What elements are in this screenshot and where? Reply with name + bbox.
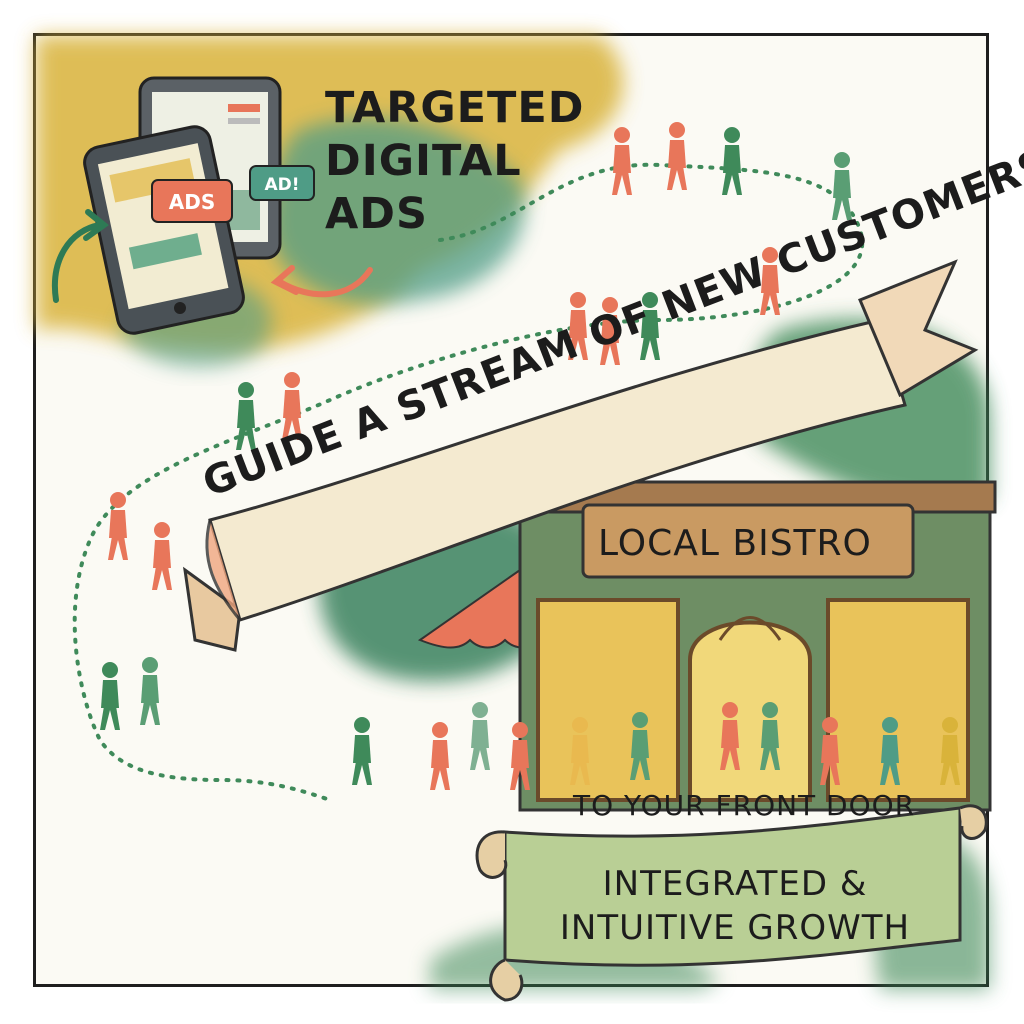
headline-line-1: Targeted <box>325 83 585 133</box>
headline-line-3: Ads <box>325 189 428 239</box>
ad-bubble: AD! <box>249 165 315 201</box>
smartphone-icon <box>83 125 245 335</box>
ribbon-banner <box>183 259 979 652</box>
headline-targeted-digital-ads: Targeted Digital Ads <box>325 82 584 241</box>
ads-bubble: ADS <box>151 179 233 223</box>
scroll-line-1: Integrated & <box>602 864 868 904</box>
scroll-text: Integrated & Intuitive Growth <box>540 862 930 950</box>
curved-arrow-icon <box>51 209 373 303</box>
scroll-line-2: Intuitive Growth <box>559 908 911 948</box>
bistro-sign-text: Local Bistro <box>598 523 872 564</box>
tagline-front-door: To Your Front Door <box>573 789 916 822</box>
scroll-banner <box>475 804 988 1002</box>
ads-bubble-text: ADS <box>169 190 215 214</box>
ad-bubble-text: AD! <box>264 175 299 195</box>
headline-line-2: Digital <box>325 136 522 186</box>
dotted-path <box>72 162 865 802</box>
bistro-sign-board <box>581 503 915 579</box>
